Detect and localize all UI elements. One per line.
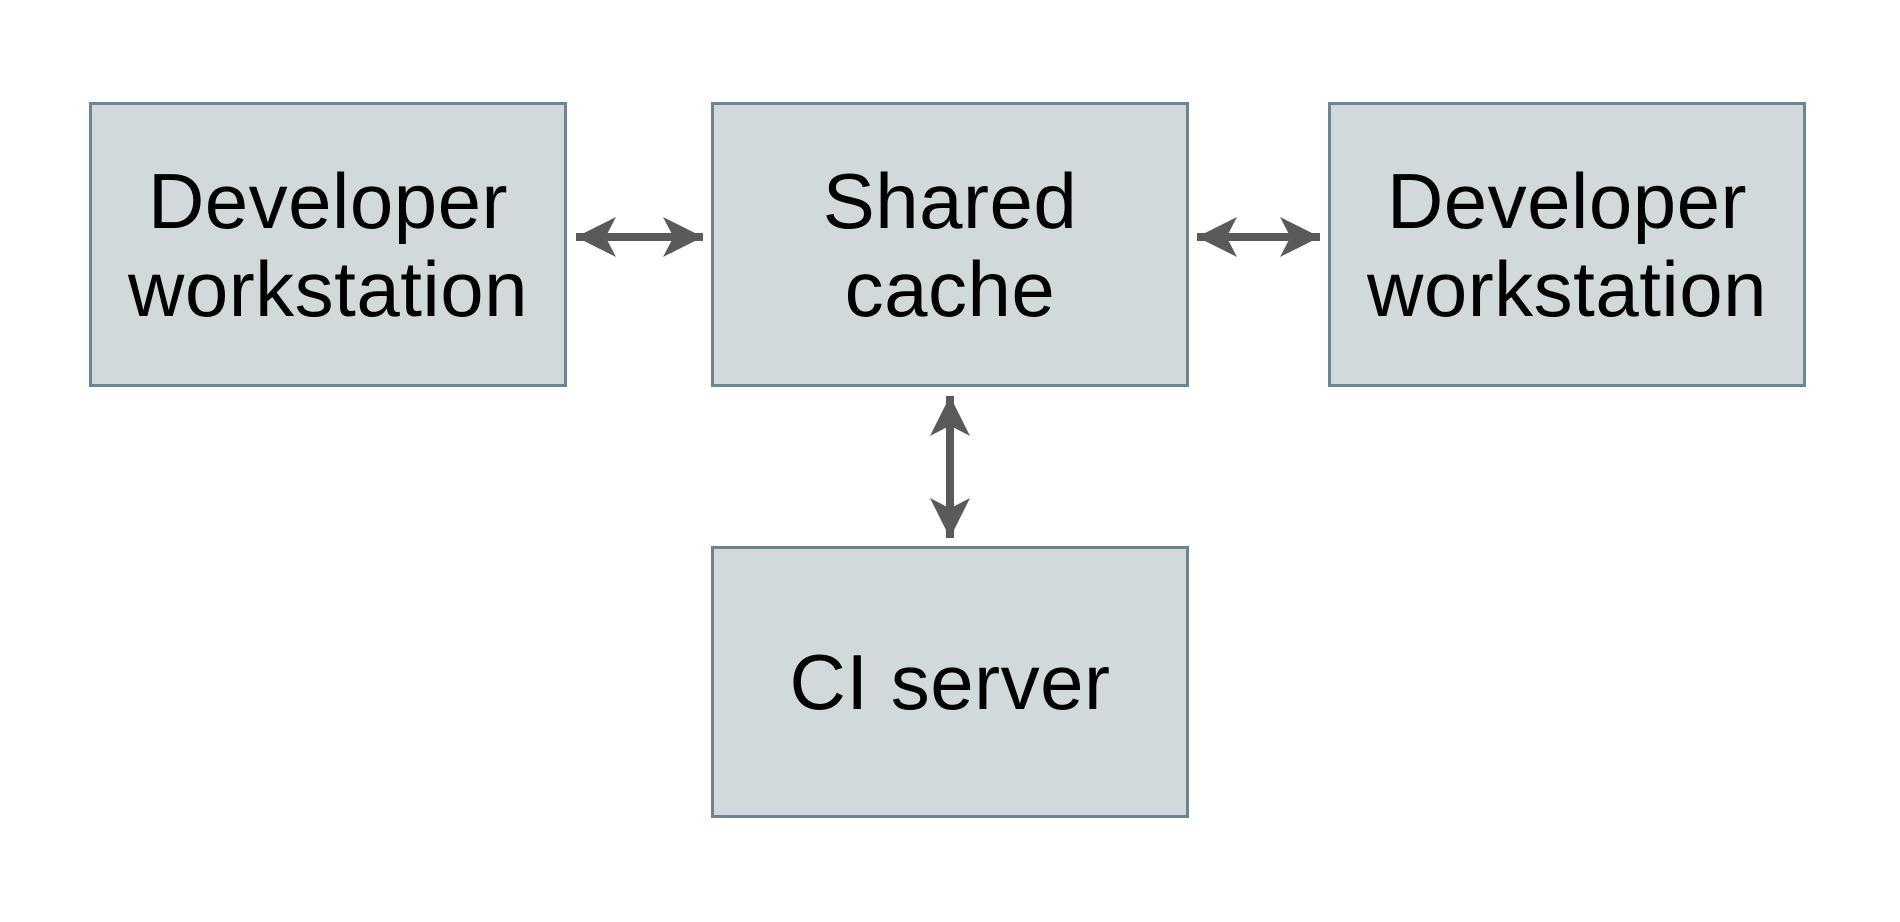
node-shared-cache: Shared cache — [711, 102, 1189, 387]
node-label: Shared cache — [822, 156, 1078, 333]
node-developer-workstation-left: Developer workstation — [89, 102, 567, 387]
node-label: Developer workstation — [1367, 156, 1767, 333]
node-label: CI server — [789, 638, 1111, 726]
node-label: Developer workstation — [128, 156, 528, 333]
node-developer-workstation-right: Developer workstation — [1328, 102, 1806, 387]
node-ci-server: CI server — [711, 546, 1189, 818]
